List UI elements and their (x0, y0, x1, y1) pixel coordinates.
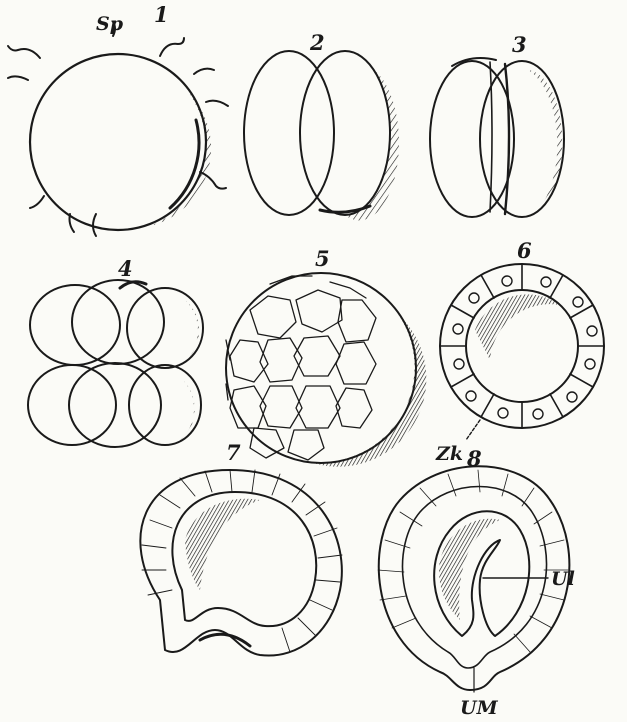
stage-7-gastrula (140, 470, 342, 656)
stage-5-morula (226, 273, 426, 467)
stage-6-blastula (440, 264, 604, 440)
stage-6-number: 6 (517, 238, 532, 263)
sperm-label: Sp (96, 13, 124, 35)
cell-label: Zk (435, 443, 463, 465)
stage-8-number: 8 (466, 446, 482, 471)
ur-mouth-label: UM (460, 697, 499, 719)
stage-2-number: 2 (309, 30, 325, 55)
stage-3-four-cell (430, 58, 564, 217)
ur-lumen-label: Ul (551, 568, 575, 590)
stage-7-number: 7 (226, 440, 241, 465)
stage-3-number: 3 (512, 32, 527, 57)
stage-5-number: 5 (315, 246, 330, 271)
stage-1-number: 1 (154, 2, 169, 27)
stage-1-egg (8, 22, 228, 236)
stage-8-gastrula (378, 466, 569, 692)
stage-2-two-cell (244, 51, 399, 220)
stage-4-number: 4 (118, 256, 133, 281)
stage-4-eight-cell (28, 280, 203, 447)
